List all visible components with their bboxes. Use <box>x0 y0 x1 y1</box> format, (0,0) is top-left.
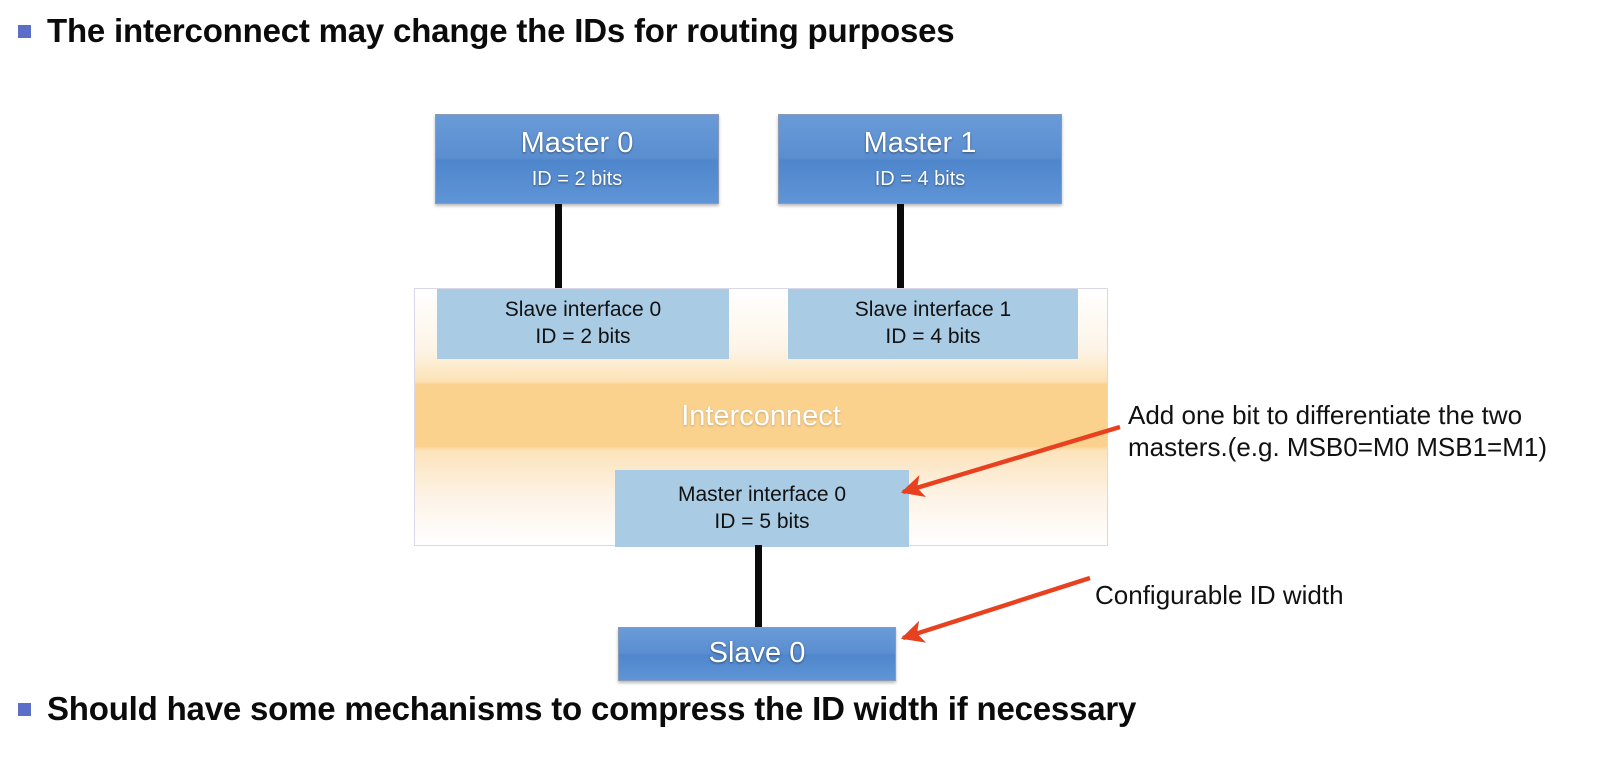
connector-master0-to-slave-interface0 <box>555 204 562 289</box>
slave-interface-0-id-width: ID = 2 bits <box>535 325 631 348</box>
slave-interface-1-title: Slave interface 1 <box>854 298 1012 322</box>
interconnect-container: Slave interface 0 ID = 2 bits Slave inte… <box>414 288 1108 547</box>
master-0-id-width: ID = 2 bits <box>531 168 623 191</box>
slave-interface-1-id-width: ID = 4 bits <box>885 325 981 348</box>
annotation-add-one-bit: Add one bit to differentiate the two mas… <box>1128 400 1548 462</box>
slave-interface-0-title: Slave interface 0 <box>504 298 662 322</box>
bullet-marker-icon <box>18 25 31 38</box>
master-1-box: Master 1 ID = 4 bits <box>778 114 1062 204</box>
master-0-box: Master 0 ID = 2 bits <box>435 114 719 204</box>
bottom-bullet-text: Should have some mechanisms to compress … <box>47 690 1137 727</box>
interconnect-band: Interconnect <box>415 385 1107 447</box>
master-0-title: Master 0 <box>520 126 634 159</box>
slave-interface-1-box: Slave interface 1 ID = 4 bits <box>788 289 1078 359</box>
bullet-marker-icon <box>18 703 31 716</box>
connector-master1-to-slave-interface1 <box>897 204 904 289</box>
slave-0-title: Slave 0 <box>708 637 806 670</box>
bottom-bullet-row: Should have some mechanisms to compress … <box>18 690 1137 727</box>
arrow-to-slave0 <box>900 575 1091 643</box>
master-1-title: Master 1 <box>863 126 977 159</box>
top-bullet-row: The interconnect may change the IDs for … <box>18 12 955 49</box>
master-interface-0-id-width: ID = 5 bits <box>714 509 810 533</box>
master-1-id-width: ID = 4 bits <box>874 168 966 191</box>
top-bullet-text: The interconnect may change the IDs for … <box>47 12 955 49</box>
slave-0-box: Slave 0 <box>618 627 896 681</box>
connector-master-interface0-to-slave0 <box>755 545 762 628</box>
annotation-configurable-id-width: Configurable ID width <box>1095 580 1344 610</box>
slave-interface-0-box: Slave interface 0 ID = 2 bits <box>437 289 729 359</box>
master-interface-0-box: Master interface 0 ID = 5 bits <box>615 470 909 547</box>
master-interface-0-title: Master interface 0 <box>677 482 847 506</box>
interconnect-label: Interconnect <box>681 399 841 432</box>
